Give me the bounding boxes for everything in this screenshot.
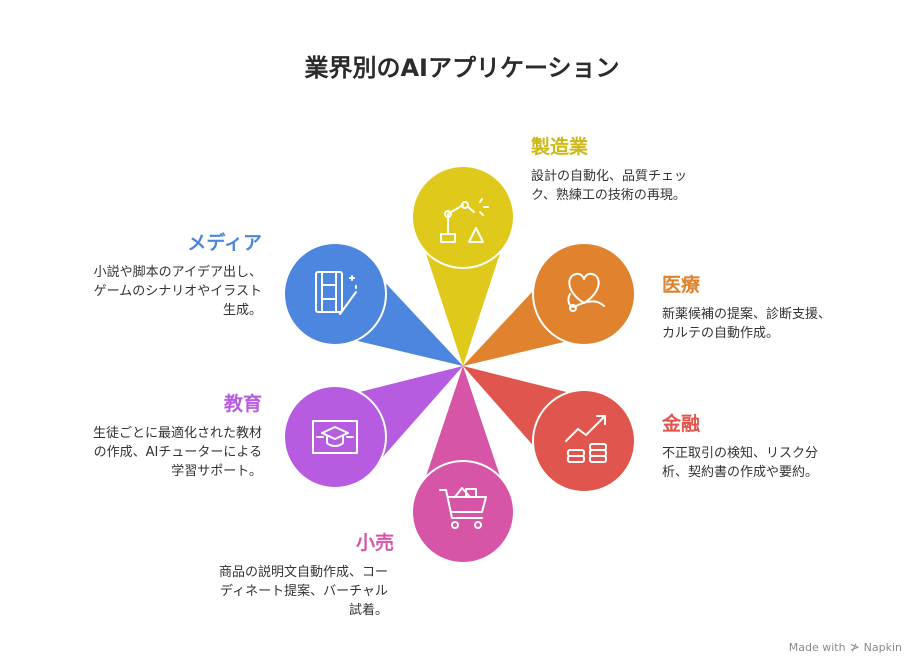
desc-medical: 新薬候補の提案、診断支援、 カルテの自動作成。 [662, 305, 831, 343]
desc-line: ゲームのシナリオやイラスト [93, 284, 262, 299]
petal-education [283, 366, 463, 489]
shopping-cart-icon [439, 487, 487, 529]
desc-line: 学習サポート。 [171, 464, 262, 479]
petal-retail [411, 366, 515, 564]
desc-line: カルテの自動作成。 [662, 326, 780, 341]
desc-line: 生成。 [222, 303, 262, 318]
desc-retail: 商品の説明文自動作成、コー ディネート提案、バーチャル 試着。 [219, 563, 388, 620]
label-retail: 小売 [355, 532, 394, 554]
desc-line: 小説や脚本のアイデア出し、 [93, 265, 262, 280]
petal-manufacturing [411, 165, 515, 366]
desc-line: 生徒ごとに最適化された教材 [92, 426, 262, 441]
petal-media [283, 242, 463, 366]
desc-media: 小説や脚本のアイデア出し、 ゲームのシナリオやイラスト 生成。 [94, 263, 262, 320]
coins-growth-icon [565, 415, 607, 463]
desc-education: 生徒ごとに最適化された教材 の作成、AIチューターによる 学習サポート。 [93, 424, 262, 481]
desc-line: ディネート提案、バーチャル [220, 584, 388, 599]
label-manufacturing: 製造業 [531, 136, 589, 158]
label-finance: 金融 [662, 413, 701, 435]
desc-line: 不正取引の検知、リスク分 [662, 446, 819, 461]
petal-medical [463, 242, 636, 366]
label-media: メディア [187, 232, 262, 254]
stethoscope-heart-icon [567, 272, 605, 312]
desc-line: 新薬候補の提案、診断支援、 [662, 307, 832, 322]
desc-line: 設計の自動化、品質チェッ [531, 169, 688, 184]
desc-finance: 不正取引の検知、リスク分 析、契約書の作成や要約。 [662, 444, 818, 482]
watermark: Made with ≯ Napkin [789, 640, 902, 654]
desc-line: 商品の説明文自動作成、コー [218, 565, 388, 580]
watermark-brand: Napkin [863, 640, 902, 654]
desc-line: の作成、AIチューターによる [93, 445, 262, 460]
desc-line: 析、契約書の作成や要約。 [662, 465, 819, 480]
page-title: 業界別のAIアプリケーション [304, 54, 620, 82]
desc-line: 試着。 [348, 603, 388, 618]
napkin-logo-icon: ≯ [849, 640, 860, 654]
film-wand-icon [315, 271, 357, 315]
label-education: 教育 [223, 393, 262, 415]
desc-line: ク、熟練工の技術の再現。 [531, 188, 686, 203]
petal-finance [463, 366, 636, 493]
graduation-cap-icon [312, 420, 358, 454]
label-medical: 医療 [662, 274, 701, 296]
desc-manufacturing: 設計の自動化、品質チェッ ク、熟練工の技術の再現。 [531, 167, 687, 205]
robot-arm-icon [440, 198, 489, 243]
watermark-text: Made with [788, 640, 846, 654]
